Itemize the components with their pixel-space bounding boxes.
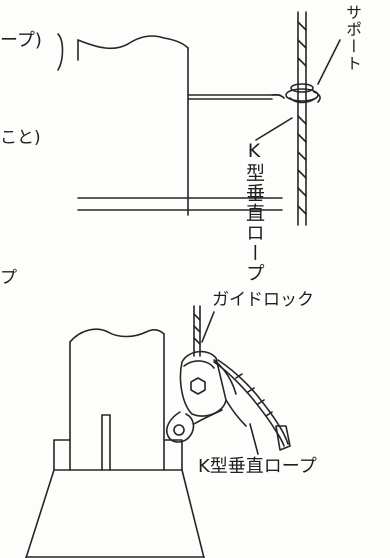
k-rope-hanging [213, 359, 291, 451]
pole-base [25, 439, 205, 558]
leader-lines-bottom [201, 311, 259, 455]
k-rope-vertical-top [297, 11, 307, 226]
label-k-rope-vertical: K型垂直ロープ [243, 140, 265, 283]
text-fragment-note: こと) [0, 128, 41, 148]
leader-lines-top [255, 39, 341, 141]
guide-lock-device [165, 305, 247, 443]
support-clamp [285, 83, 321, 104]
text-fragment-rope: ープ) [0, 30, 42, 51]
pole-top [77, 35, 189, 216]
text-fragment-bottom: プ [0, 268, 17, 288]
bracket-fragment-top [57, 33, 64, 71]
label-guide-lock: ガイドロック [212, 290, 314, 310]
label-k-rope-horizontal: K型垂直ロープ [198, 456, 317, 477]
pole-bottom [69, 328, 165, 471]
top-frame-bracket [77, 93, 285, 211]
label-support: サポート [343, 4, 362, 72]
